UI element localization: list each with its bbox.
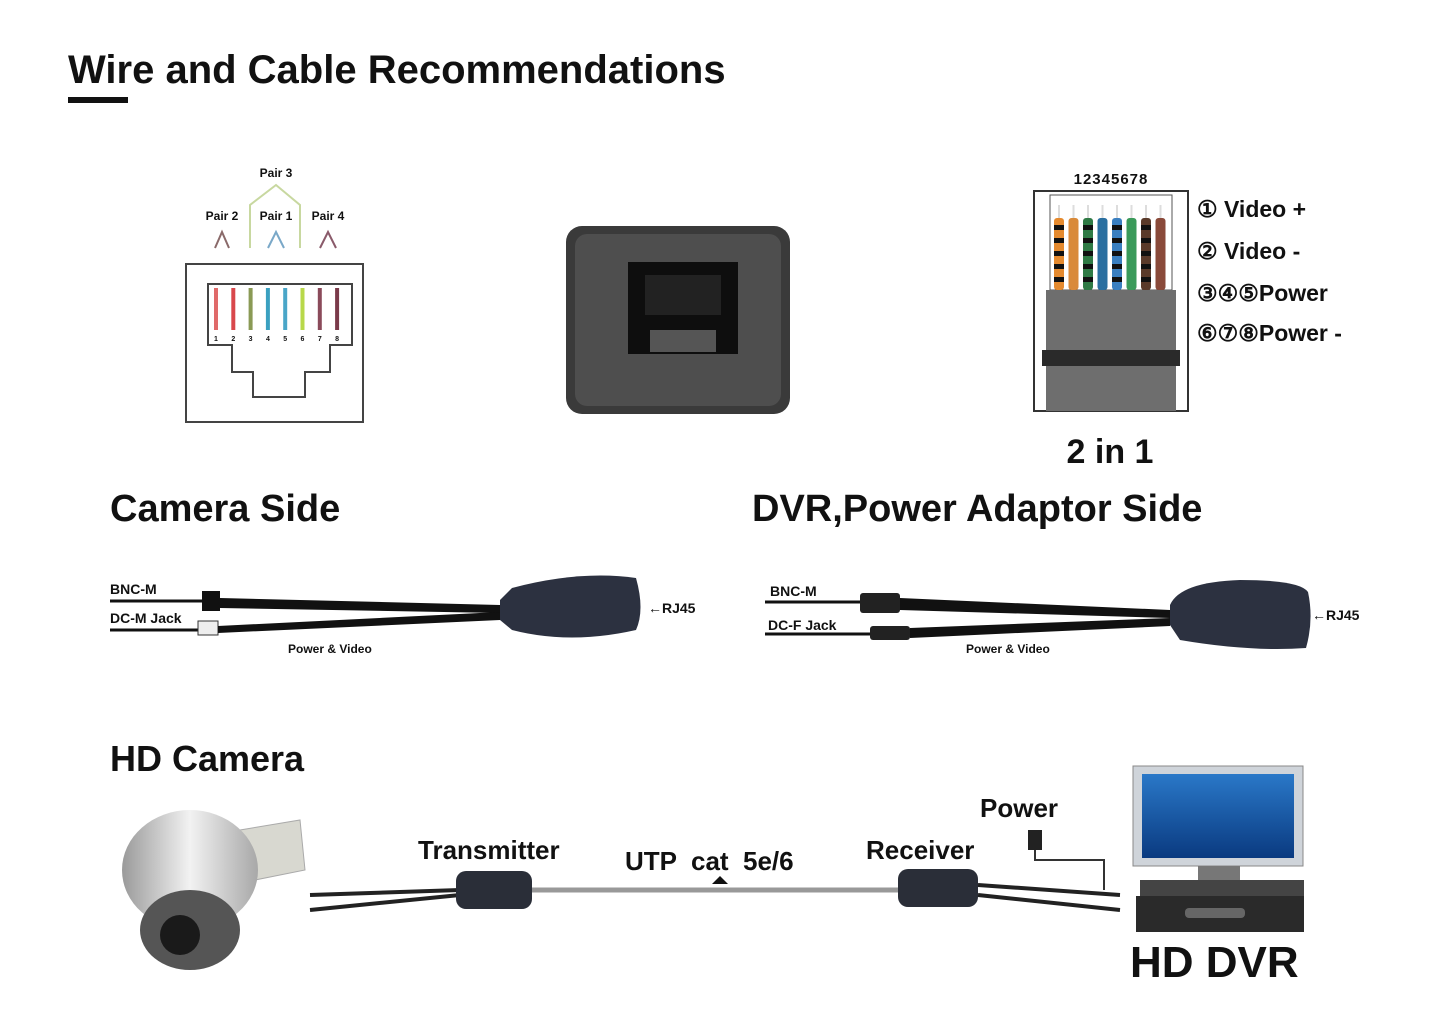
plug-wire — [1155, 218, 1166, 290]
plug-wire-stripe — [1083, 277, 1093, 282]
dvr-side-cable: BNC-M DC-F Jack ←RJ45 Power & Video — [765, 580, 1360, 656]
jack-pin-number: 3 — [249, 336, 253, 343]
plug-wire-stripe — [1083, 225, 1093, 230]
jack-pin-number: 6 — [301, 336, 305, 343]
transmission-chain: Transmitter UTP cat 5e/6 Receiver Power — [309, 793, 1121, 912]
rj45-plug-diagram: 12345678 ① Video + ② Video - ③④⑤Power ⑥⑦… — [1033, 171, 1342, 471]
plug-wire — [1068, 218, 1079, 290]
dome-camera — [122, 810, 306, 970]
plug-wire — [1126, 218, 1137, 290]
legend-video-minus: ② Video - — [1197, 238, 1300, 264]
cable-label: Power & Video — [288, 642, 372, 656]
plug-wire-stripe — [1141, 264, 1151, 269]
plug-wire-stripe — [1054, 264, 1064, 269]
legend-power-minus: ⑥⑦⑧Power - — [1197, 320, 1342, 346]
plug-wire-stripe — [1112, 238, 1122, 243]
bnc-m-label: BNC-M — [110, 581, 157, 597]
bnc-m-label: BNC-M — [770, 583, 817, 599]
cable-label: Power & Video — [966, 642, 1050, 656]
transmitter-label: Transmitter — [418, 835, 560, 865]
plug-wire-stripe — [1054, 225, 1064, 230]
utp-cable-label: UTP cat 5e/6 — [625, 846, 794, 876]
receiver-label: Receiver — [866, 835, 974, 865]
dvr-side-heading: DVR,Power Adaptor Side — [752, 488, 1202, 530]
receiver-device — [898, 869, 978, 907]
plug-wire-stripe — [1054, 251, 1064, 256]
legend-video-plus: ① Video + — [1197, 196, 1306, 222]
title-underline — [68, 97, 128, 103]
jack-pin-number: 4 — [266, 336, 270, 343]
camera-side-heading: Camera Side — [110, 488, 340, 530]
power-label: Power — [980, 793, 1058, 823]
rj45-socket-photo — [566, 226, 790, 414]
pair-label: Pair 3 — [260, 166, 293, 180]
camera-side-cable: BNC-M DC-M Jack ←RJ45 Power & Video — [110, 575, 696, 656]
hd-dvr: HD DVR — [1130, 765, 1304, 987]
plug-wire-stripe — [1141, 277, 1151, 282]
jack-pin-number: 2 — [231, 336, 235, 343]
rj45-label: ←RJ45 — [1312, 607, 1360, 623]
legend-power-plus: ③④⑤Power — [1197, 280, 1328, 306]
plug-wire-stripe — [1054, 238, 1064, 243]
hd-dvr-label: HD DVR — [1130, 938, 1299, 987]
pair-label: Pair 2 — [206, 209, 239, 223]
plug-caption: 2 in 1 — [1067, 433, 1154, 471]
plug-wire — [1097, 218, 1108, 290]
plug-wire-stripe — [1141, 251, 1151, 256]
page-title: Wire and Cable Recommendations — [68, 48, 726, 92]
dc-f-jack-label: DC-F Jack — [768, 617, 837, 633]
rj45-label: ←RJ45 — [648, 600, 696, 616]
plug-wire-stripe — [1112, 277, 1122, 282]
plug-wire-stripe — [1112, 225, 1122, 230]
jack-pin-number: 5 — [283, 336, 287, 343]
pin-numbers: 12345678 — [1074, 171, 1149, 188]
plug-wire-stripe — [1112, 264, 1122, 269]
rj45-jack-diagram: Pair 3 Pair 2 Pair 1 Pair 4 1 2 3 4 5 6 7 8 — [185, 166, 364, 423]
jack-pin-number: 7 — [318, 336, 322, 343]
plug-wire-stripe — [1083, 238, 1093, 243]
pair-label: Pair 4 — [312, 209, 345, 223]
plug-wire-stripe — [1112, 251, 1122, 256]
plug-wire-stripe — [1083, 251, 1093, 256]
jack-pin-number: 8 — [335, 336, 339, 343]
plug-wire-stripe — [1141, 225, 1151, 230]
plug-wire-stripe — [1054, 277, 1064, 282]
hd-camera-heading: HD Camera — [110, 738, 305, 779]
jack-pin-number: 1 — [214, 336, 218, 343]
dc-m-jack-label: DC-M Jack — [110, 610, 182, 626]
plug-wire-stripe — [1141, 238, 1151, 243]
transmitter-device — [456, 871, 532, 909]
pair-label: Pair 1 — [260, 209, 293, 223]
plug-wire-stripe — [1083, 264, 1093, 269]
